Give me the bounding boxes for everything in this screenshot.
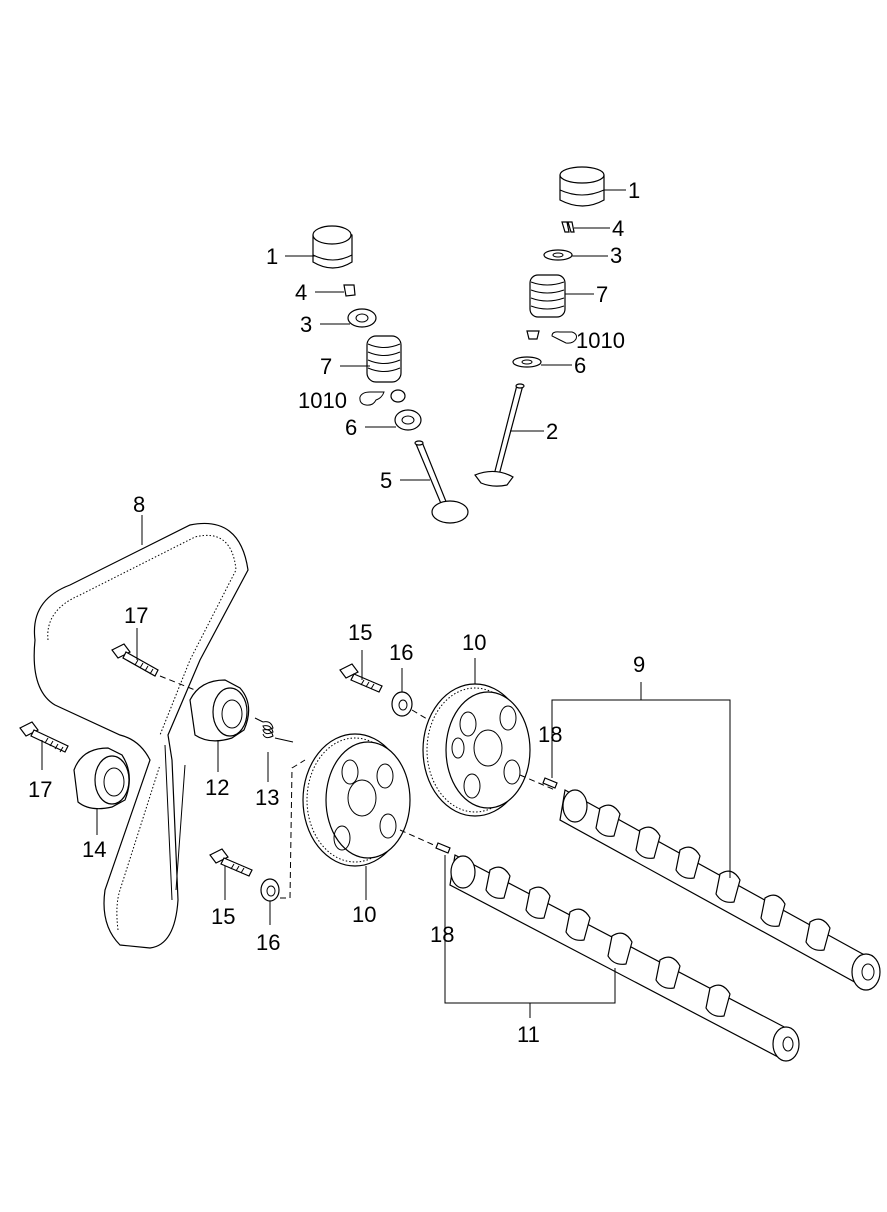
callout-pin-upper: 18 (538, 722, 562, 747)
valve-stem-seal-right[interactable] (526, 330, 540, 340)
dowel-pin-lower[interactable] (435, 842, 451, 854)
callout-spring-tensioner: 13 (255, 785, 279, 810)
callout-washer-upper: 16 (389, 640, 413, 665)
tensioner-spring[interactable] (254, 717, 294, 743)
camshaft-upper[interactable] (559, 789, 881, 991)
valve-cotter-left[interactable] (343, 284, 356, 297)
seal-reference-hand-right (551, 331, 577, 344)
tensioner-bolt[interactable] (19, 721, 69, 753)
callout-valve-intake: 5 (380, 468, 392, 493)
seal-reference-hand-left (359, 391, 385, 406)
callout-retainer-right: 3 (610, 243, 622, 268)
callout-seal-right: 1010 (576, 328, 625, 353)
idler-pulley[interactable] (189, 679, 250, 742)
camshaft-sprocket-upper[interactable] (422, 683, 531, 817)
valve-spring-left[interactable] (366, 335, 402, 383)
upper-pin-alignment (519, 774, 556, 791)
camshaft-sprocket-lower[interactable] (302, 733, 411, 867)
callout-timing-belt: 8 (133, 492, 145, 517)
idler-alignment-line (159, 675, 196, 691)
callout-sprocket-lower: 10 (352, 902, 376, 927)
callout-bolt-lower: 15 (211, 904, 235, 929)
washer-upper[interactable] (391, 691, 413, 717)
washer-lower[interactable] (260, 878, 280, 902)
callout-spring-right: 7 (596, 282, 608, 307)
callout-bolt-upper: 15 (348, 620, 372, 645)
callout-retainer-left: 3 (300, 312, 312, 337)
callout-pin-lower: 18 (430, 922, 454, 947)
callout-idler-pulley: 12 (205, 775, 229, 800)
valve-cotter-right[interactable] (561, 221, 575, 233)
dowel-pin-upper[interactable] (542, 777, 558, 789)
callout-sprocket-upper: 10 (462, 630, 486, 655)
callout-spring-left: 7 (320, 354, 332, 379)
spring-seat-right[interactable] (512, 356, 542, 368)
callout-lifter-left: 1 (266, 244, 278, 269)
callout-seat-right: 6 (574, 353, 586, 378)
sprocket-bolt-upper[interactable] (339, 663, 383, 693)
lower-washer-alignment (280, 759, 306, 899)
callout-cotter-left: 4 (295, 280, 307, 305)
callout-camshaft-lower: 11 (517, 1022, 540, 1047)
valve-stem-seal-left[interactable] (390, 389, 406, 403)
callout-camshaft-upper: 9 (633, 652, 645, 677)
callout-lifter-right: 1 (628, 178, 640, 203)
valve-lifter-left[interactable] (312, 225, 353, 269)
spring-retainer-left[interactable] (347, 308, 377, 328)
tensioner-pulley[interactable] (73, 747, 130, 810)
upper-washer-alignment (411, 709, 433, 723)
idler-bolt[interactable] (111, 643, 159, 677)
timing-belt[interactable] (33, 523, 249, 949)
valve-lifter-right[interactable] (559, 166, 605, 207)
spring-seat-left[interactable] (394, 409, 422, 431)
callout-bolt-tensioner: 17 (28, 777, 52, 802)
valve-spring-right[interactable] (529, 274, 566, 318)
callout-seal-left: 1010 (298, 388, 347, 413)
callout-cotter-right: 4 (612, 216, 624, 241)
spring-retainer-right[interactable] (543, 249, 573, 261)
callout-tensioner-pulley: 14 (82, 837, 106, 862)
exhaust-valve[interactable] (474, 383, 525, 487)
callout-valve-exhaust: 2 (546, 419, 558, 444)
intake-valve[interactable] (414, 440, 469, 524)
camshaft-lower[interactable] (449, 854, 800, 1062)
callout-bolt-idler: 17 (124, 603, 148, 628)
callout-seat-left: 6 (345, 415, 357, 440)
callout-washer-lower: 16 (256, 930, 280, 955)
sprocket-bolt-lower[interactable] (209, 848, 253, 877)
